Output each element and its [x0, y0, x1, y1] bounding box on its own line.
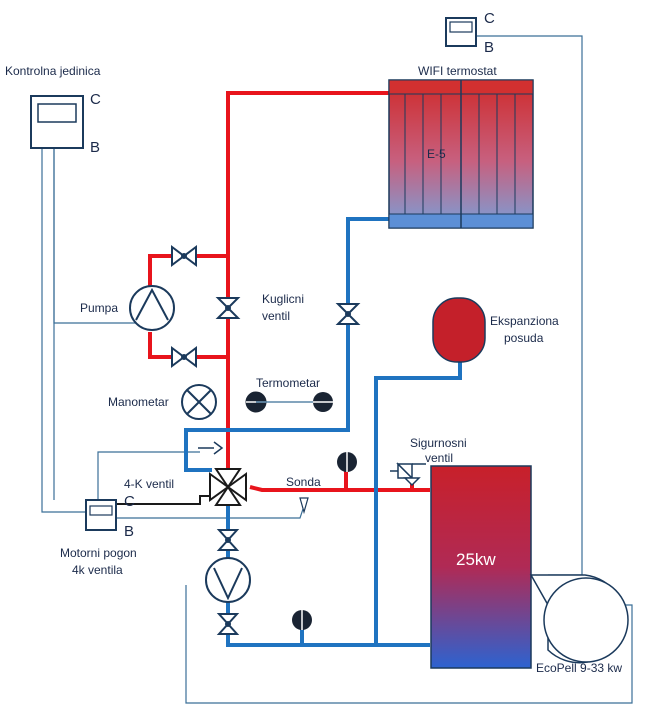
- thermometer-label: Termometar: [256, 376, 320, 390]
- boiler-power-label: 25kw: [456, 550, 496, 569]
- boiler: [430, 465, 629, 669]
- manometer-label: Manometar: [108, 395, 169, 409]
- wifi-c-label: C: [484, 10, 495, 27]
- actuator-wires: [116, 495, 210, 505]
- control-unit-b-label: B: [90, 139, 100, 156]
- ball-valve-return-lower: [216, 613, 240, 635]
- actuator-b-label: B: [124, 523, 134, 540]
- actuator-box: [85, 499, 117, 531]
- actuator-c-label: C: [124, 493, 135, 510]
- ball-valve-label-line1: Kuglicni: [262, 292, 304, 306]
- manometer-icon: [181, 384, 217, 420]
- expansion-vessel-label-line1: Ekspanziona: [490, 314, 559, 328]
- radiator-label: E-5: [427, 147, 446, 161]
- four-way-valve: [198, 441, 247, 506]
- wifi-b-label: B: [484, 39, 494, 56]
- safety-valve: [390, 462, 426, 487]
- control-unit-label: Kontrolna jedinica: [5, 64, 101, 78]
- ball-valve-supply: [215, 297, 241, 319]
- safety-valve-label: Sigurnosni ventil: [410, 436, 470, 465]
- safety-valve-label-line1: Sigurnosni: [410, 436, 467, 450]
- ball-valve-label: Kuglicni ventil: [262, 292, 307, 323]
- wifi-thermostat-label: WIFI termostat: [418, 64, 497, 78]
- ball-valve-pump-top: [171, 245, 197, 267]
- expansion-vessel: [432, 297, 486, 363]
- actuator-label-line2: 4k ventila: [72, 563, 123, 577]
- pump-boiler-return: [205, 557, 251, 603]
- thermometer-gauge-4: [292, 610, 312, 630]
- four-way-valve-label: 4-K ventil: [124, 477, 174, 491]
- control-unit-box: [30, 95, 84, 149]
- control-wires: [41, 35, 633, 704]
- ball-valve-radiator-return: [335, 303, 361, 325]
- ball-valve-label-line2: ventil: [262, 309, 290, 323]
- sensor-label: Sonda: [286, 475, 321, 489]
- actuator-label: Motorni pogon 4k ventila: [60, 546, 140, 577]
- thermometer-gauge-2: [313, 392, 333, 412]
- ball-valve-return-upper: [216, 529, 240, 551]
- pump-heating: [129, 285, 175, 331]
- actuator-label-line1: Motorni pogon: [60, 546, 137, 560]
- expansion-vessel-label: Ekspanziona posuda: [490, 314, 562, 345]
- pump-label: Pumpa: [80, 301, 118, 315]
- boiler-model-label: EcoPell 9-33 kw: [536, 661, 622, 675]
- radiator: [388, 79, 534, 229]
- thermometer-gauge-3: [337, 452, 357, 472]
- expansion-vessel-label-line2: posuda: [504, 331, 544, 345]
- safety-valve-label-line2: ventil: [425, 451, 453, 465]
- sensor-probe: [299, 497, 309, 515]
- control-unit-c-label: C: [90, 91, 101, 108]
- ball-valve-pump-bottom: [171, 346, 197, 368]
- wifi-thermostat-box: [445, 17, 477, 47]
